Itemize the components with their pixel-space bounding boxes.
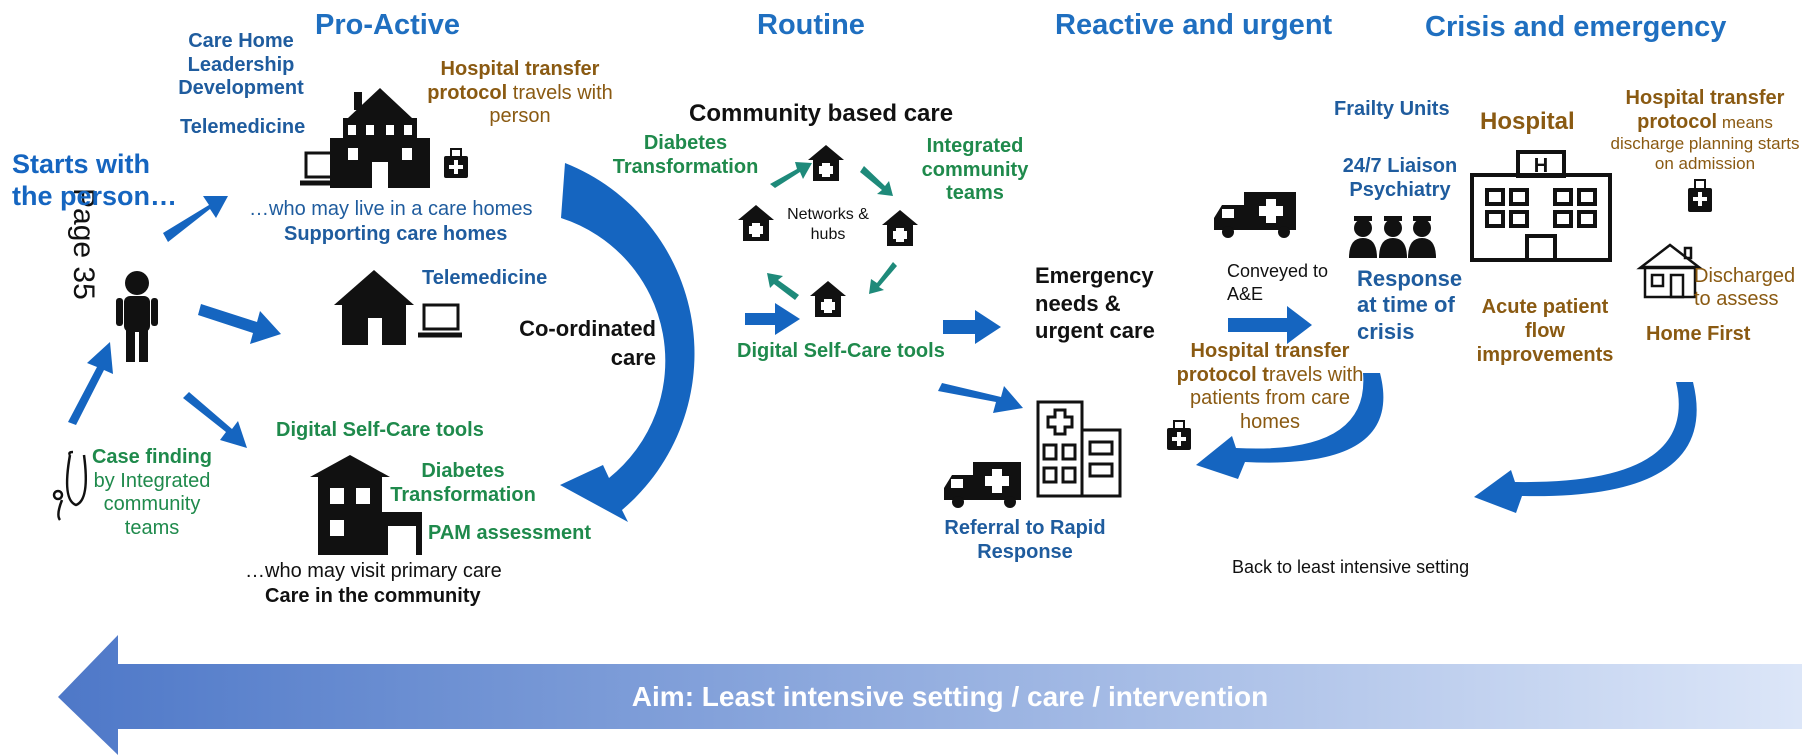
network-cycle	[767, 162, 897, 300]
heading-crisis: Crisis and emergency	[1425, 11, 1727, 43]
back-arrow-right	[1474, 382, 1697, 513]
staff-icon	[1349, 216, 1436, 258]
routine-arrows	[745, 303, 1312, 413]
laptop-icon	[300, 151, 346, 186]
back-arrow-left	[1196, 373, 1384, 479]
conveyed-to-ae: Conveyed to A&E	[1227, 261, 1329, 304]
laptop-icon	[418, 303, 462, 338]
transfer-protocol-reactive: Hospital transfer protocol travels with …	[1170, 340, 1370, 434]
medical-bag-icon	[1688, 179, 1712, 212]
hospital-h-mark: H	[1534, 155, 1548, 177]
transfer-protocol-reactive-bold: Hospital transfer protocol t	[1176, 340, 1350, 386]
supporting-care-homes: Supporting care homes	[284, 223, 508, 245]
emergency-needs: Emergency needs & urgent care	[1035, 263, 1155, 343]
network-house-icon	[738, 205, 774, 241]
diabetes-routine: Diabetes Transformation	[612, 132, 759, 178]
hospital-small-icon	[1036, 400, 1122, 498]
integrated-teams-routine: Integrated community teams	[921, 135, 1029, 205]
network-house-icon	[808, 145, 844, 181]
coordinated-care-arrow	[560, 163, 695, 522]
care-home-leadership: Care Home Leadership Development	[178, 30, 304, 100]
person-icon	[116, 271, 158, 362]
home-icon	[334, 270, 414, 345]
home-first: Home First	[1646, 323, 1751, 345]
ambulance-icon	[1214, 192, 1296, 238]
transfer-protocol-crisis-rest: means discharge planning starts on admis…	[1610, 113, 1800, 174]
referral-rapid-response: Referral to Rapid Response	[944, 517, 1106, 563]
transfer-protocol-bold: Hospital transfer protocol	[427, 58, 600, 104]
discharge-house-icon	[1636, 243, 1704, 299]
hospital-label: Hospital	[1480, 108, 1575, 135]
person-arrows	[68, 196, 281, 448]
frailty-units: Frailty Units	[1334, 98, 1450, 120]
hospital-icon	[1470, 150, 1612, 262]
heading-reactive: Reactive and urgent	[1055, 9, 1333, 41]
transfer-protocol-rest: travels with person	[489, 81, 613, 128]
case-finding-rest: by Integrated community teams	[93, 469, 211, 539]
with-support-label: with support	[690, 288, 737, 382]
heading-routine: Routine	[757, 9, 865, 41]
transfer-protocol-proactive: Hospital transfer protocol travels with …	[420, 58, 620, 129]
response-time-of-crisis: Response at time of crisis	[1357, 266, 1463, 344]
liaison-psychiatry: 24/7 Liaison Psychiatry	[1342, 155, 1458, 201]
aim-label: Aim: Least intensive setting / care / in…	[631, 681, 1269, 712]
coordinated-care-label: Co-ordinated care	[519, 316, 656, 370]
transfer-protocol-crisis: Hospital transfer protocol means dischar…	[1608, 86, 1802, 175]
diabetes-proactive: Diabetes Transformation	[390, 460, 536, 506]
back-to-least-intensive: Back to least intensive setting	[1232, 557, 1470, 577]
care-in-community: Care in the community	[265, 585, 481, 607]
person-title: Starts with the person…	[12, 149, 178, 212]
telemedicine-mid: Telemedicine	[422, 267, 548, 289]
networks-hubs: Networks & hubs	[787, 206, 869, 243]
live-in-care-home: …who may live in a care homes	[249, 198, 533, 220]
care-home-icon	[330, 88, 430, 188]
digital-tools-routine: Digital Self-Care tools	[737, 340, 945, 362]
transfer-protocol-crisis-bold: Hospital transfer protocol	[1625, 87, 1785, 133]
medical-bag-icon	[1167, 420, 1191, 450]
acute-patient-flow: Acute patient flow improvements	[1476, 296, 1614, 366]
transfer-protocol-reactive-rest: ravels with patients from care homes	[1189, 363, 1364, 433]
primary-care-text: …who may visit primary care	[245, 560, 502, 582]
community-based-care: Community based care	[689, 100, 954, 127]
pam-assessment: PAM assessment	[428, 522, 592, 544]
primary-care-icon	[310, 455, 422, 555]
ambulance-icon	[944, 462, 1021, 508]
telemedicine-top: Telemedicine	[180, 116, 306, 138]
network-house-icon	[810, 281, 846, 317]
heading-proactive: Pro-Active	[315, 9, 461, 41]
network-house-icon	[882, 210, 918, 246]
stethoscope-icon	[52, 450, 87, 521]
case-finding: Case finding by Integrated community tea…	[86, 446, 218, 540]
medical-bag-icon	[444, 148, 468, 178]
discharged-to-assess: Discharged to assess	[1694, 265, 1796, 310]
aim-arrow	[58, 635, 1802, 755]
case-finding-bold: Case finding	[91, 446, 212, 468]
digital-tools-proactive: Digital Self-Care tools	[276, 419, 484, 441]
